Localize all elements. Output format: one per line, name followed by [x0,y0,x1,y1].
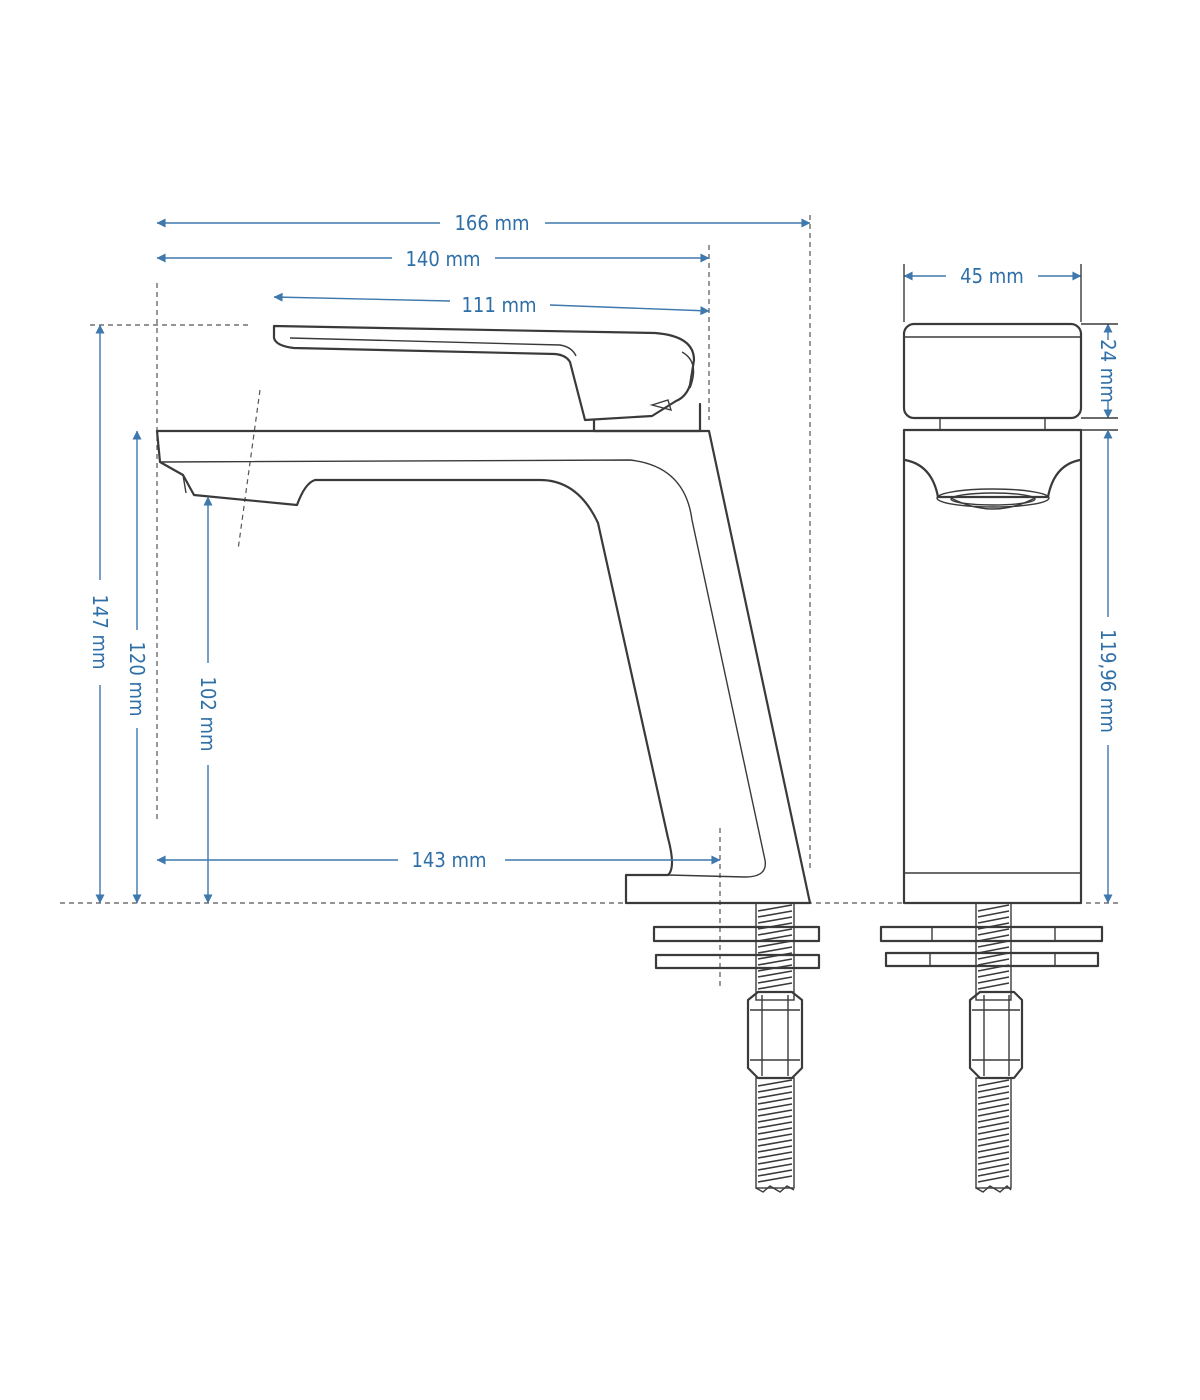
mounting-hardware-front [652,902,821,1193]
dim-overall-length: 166 mm [454,211,529,235]
dim-side-body-height: 119,96 mm [1096,629,1120,733]
dim-spout-reach: 143 mm [411,848,486,872]
mounting-hardware-side [879,902,1104,1193]
dim-lever-length: 111 mm [461,293,536,317]
side-handle [902,322,1083,420]
faucet-front-view [155,324,812,905]
dim-total-height: 147 mm [88,594,112,669]
faucet-side-view [902,322,1083,905]
dimension-lines [95,218,1118,904]
dimension-labels: 166 mm 140 mm 111 mm 143 mm 45 mm 147 mm… [88,211,1120,872]
dim-spout-height: 102 mm [196,676,220,751]
side-body [902,428,1083,905]
dim-side-width: 45 mm [960,264,1024,288]
lever-handle [272,324,696,422]
dim-handle-height: 24 mm [1096,339,1120,403]
dim-body-length: 140 mm [405,247,480,271]
dim-body-height: 120 mm [125,641,149,716]
faucet-body [155,429,812,905]
